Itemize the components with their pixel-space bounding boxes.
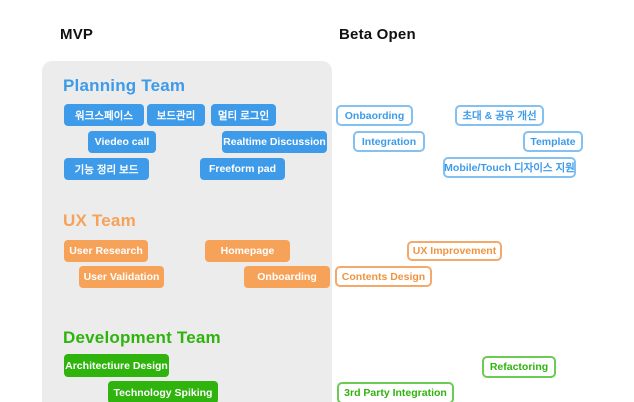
card-onboarding-planning-beta[interactable]: Onbaording (336, 105, 413, 126)
card-video-call[interactable]: Viedeo call (88, 131, 156, 153)
card-architecture-design[interactable]: Architectiure Design (64, 354, 169, 377)
card-user-validation[interactable]: User Validation (79, 266, 164, 288)
development-team-title: Development Team (63, 328, 221, 347)
card-integration[interactable]: Integration (353, 131, 425, 152)
card-user-research[interactable]: User Research (64, 240, 148, 262)
card-homepage[interactable]: Homepage (205, 240, 290, 262)
card-ux-improvement[interactable]: UX Improvement (407, 241, 502, 261)
card-technology-spiking[interactable]: Technology Spiking (108, 381, 218, 402)
card-template[interactable]: Template (523, 131, 583, 152)
card-realtime-discussion[interactable]: Realtime Discussion (222, 131, 327, 153)
card-multi-login[interactable]: 멀티 로그인 (211, 104, 276, 126)
column-header-beta-open: Beta Open (339, 26, 416, 43)
card-mobile-touch-device-support[interactable]: Mobile/Touch 디자이스 지원 (443, 157, 576, 178)
card-workspace[interactable]: 워크스페이스 (64, 104, 144, 126)
card-feature-sorting-board[interactable]: 기능 정리 보드 (64, 158, 149, 180)
card-invite-share-improvement[interactable]: 초대 & 공유 개선 (455, 105, 544, 126)
planning-team-title: Planning Team (63, 76, 186, 95)
card-contents-design[interactable]: Contents Design (335, 266, 432, 287)
card-freeform-pad[interactable]: Freeform pad (200, 158, 285, 180)
card-3rd-party-integration[interactable]: 3rd Party Integration (337, 382, 454, 402)
card-onboarding-ux[interactable]: Onboarding (244, 266, 330, 288)
ux-team-title: UX Team (63, 211, 136, 230)
column-header-mvp: MVP (60, 26, 94, 43)
card-board-management[interactable]: 보드관리 (147, 104, 205, 126)
card-refactoring[interactable]: Refactoring (482, 356, 556, 378)
